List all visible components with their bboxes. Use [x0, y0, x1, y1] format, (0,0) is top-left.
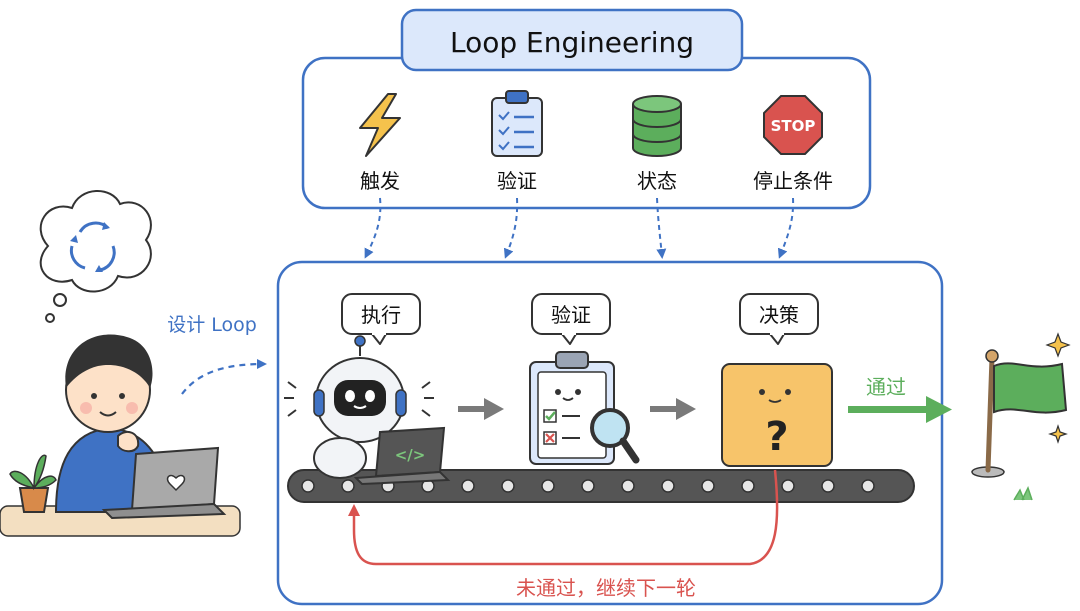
component-label-stop-condition: 停止条件 — [753, 169, 833, 193]
laptop-icon — [101, 446, 227, 520]
conveyor-roller — [781, 479, 795, 493]
conveyor-roller — [341, 479, 355, 493]
question-mark: ? — [765, 414, 788, 460]
fail-label: 未通过，继续下一轮 — [516, 576, 696, 600]
laptop-code-text: </> — [395, 446, 426, 464]
conveyor-roller — [861, 479, 875, 493]
question-box-icon: ? — [721, 363, 833, 467]
flow-arrow-2 — [650, 398, 696, 420]
cycle-arrows-icon — [69, 221, 116, 272]
stage-label-execute: 执行 — [361, 303, 401, 327]
stage-bubble-execute: 执行 — [341, 293, 421, 345]
robot-laptop: </> — [353, 426, 451, 486]
stage-bubble-verify: 验证 — [531, 293, 611, 345]
conveyor-roller — [621, 479, 635, 493]
diagram-title: Loop Engineering — [450, 26, 694, 59]
title-banner: Loop Engineering — [400, 8, 744, 72]
heart-icon — [166, 474, 186, 492]
conveyor-roller — [501, 479, 515, 493]
stage-label-decide: 决策 — [759, 303, 799, 327]
goal-flag-icon — [971, 332, 1071, 501]
conveyor-rollers — [301, 479, 875, 493]
stage-bubble-decide: 决策 — [739, 293, 819, 345]
retry-arrow — [348, 469, 779, 566]
component-label-verify: 验证 — [497, 169, 537, 193]
sparkle-icon — [1045, 332, 1071, 358]
person-at-laptop — [0, 334, 241, 537]
conveyor-roller — [541, 479, 555, 493]
conveyor-roller — [741, 479, 755, 493]
stop-sign-icon: STOP — [763, 95, 823, 155]
database-icon — [632, 95, 682, 157]
clipboard-magnifier-icon — [529, 351, 640, 465]
pass-label: 通过 — [866, 375, 906, 399]
clipboard-checklist-icon — [491, 90, 543, 157]
conveyor-roller — [581, 479, 595, 493]
flow-arrow-1 — [458, 398, 504, 420]
component-label-state: 状态 — [637, 169, 677, 193]
conveyor-roller — [461, 479, 475, 493]
component-label-trigger: 触发 — [360, 169, 400, 193]
stop-sign-text: STOP — [771, 117, 816, 135]
stage-label-verify: 验证 — [551, 303, 591, 327]
conveyor-roller — [701, 479, 715, 493]
sparkle-icon — [1048, 424, 1068, 444]
potted-plant — [9, 454, 57, 513]
conveyor-roller — [301, 479, 315, 493]
lightning-icon — [359, 93, 401, 157]
designer-label: 设计 Loop — [167, 314, 257, 336]
conveyor-roller — [821, 479, 835, 493]
loop-panel — [276, 260, 944, 606]
designer-arrow — [181, 359, 267, 395]
component-connectors — [364, 197, 795, 259]
thought-bubble — [39, 190, 152, 323]
robot-coding-icon: </> — [284, 335, 451, 486]
conveyor-roller — [661, 479, 675, 493]
pass-arrow — [848, 396, 952, 423]
